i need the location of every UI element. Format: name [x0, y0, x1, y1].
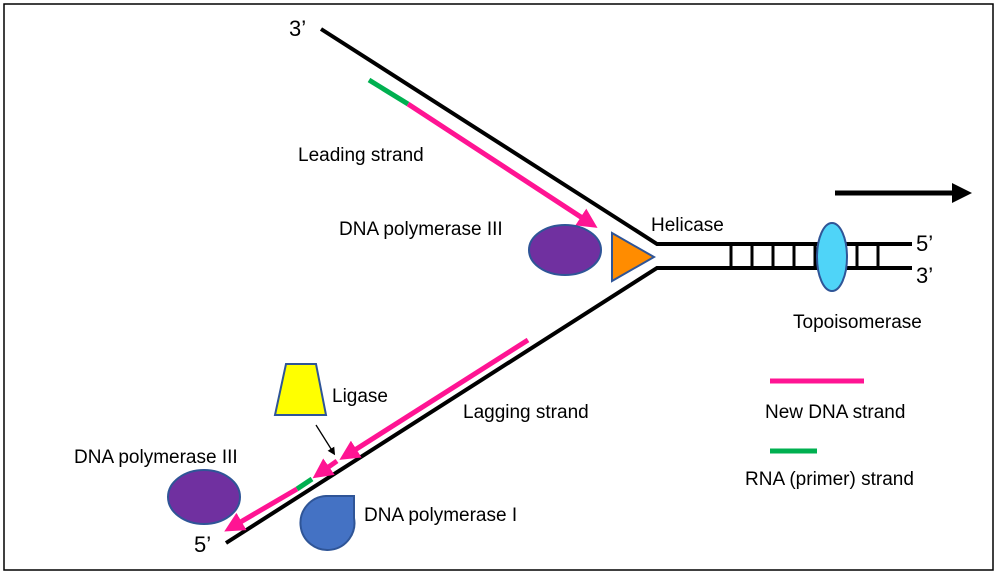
- lagging-strand-label: Lagging strand: [463, 402, 589, 423]
- dna-polymerase-iii-top-shape: [528, 224, 602, 276]
- dna-polymerase-iii-bottom-shape: [167, 469, 241, 525]
- base-pair-rungs: [729, 244, 880, 268]
- lagging-fragment-3-arrow: [224, 486, 299, 532]
- legend-new-dna-label: New DNA strand: [765, 402, 905, 423]
- leading-new-dna-arrow: [406, 101, 598, 228]
- right-bottom-end-label: 3’: [916, 263, 933, 288]
- dna-polymerase-i-label: DNA polymerase I: [364, 505, 517, 526]
- ligase-shape: [273, 363, 328, 416]
- lagging-fragment-2-arrow: [312, 458, 339, 479]
- helicase-label: Helicase: [651, 215, 724, 236]
- dna-polymerase-iii-top-label: DNA polymerase III: [339, 219, 503, 240]
- dna-polymerase-iii-bottom-label: DNA polymerase III: [74, 447, 238, 468]
- bottom-strand-end-label: 5’: [194, 532, 211, 557]
- leading-rna-primer: [367, 77, 410, 107]
- topoisomerase-shape: [816, 222, 848, 292]
- legend-rna-primer-label: RNA (primer) strand: [745, 469, 914, 490]
- leading-strand-label: Leading strand: [298, 145, 424, 166]
- lagging-rna-primer: [295, 476, 314, 492]
- helicase-shape: [611, 231, 657, 283]
- lagging-fragment-1-arrow: [339, 337, 530, 460]
- ligase-label: Ligase: [332, 386, 388, 407]
- top-template-strand: [319, 27, 912, 246]
- ligase-pointer-arrow: [315, 424, 336, 456]
- dna-polymerase-i-shape: [299, 495, 356, 551]
- top-strand-end-label: 3’: [289, 16, 306, 41]
- frame-border: [3, 3, 994, 571]
- topoisomerase-label: Topoisomerase: [793, 312, 922, 333]
- right-top-end-label: 5’: [916, 231, 933, 256]
